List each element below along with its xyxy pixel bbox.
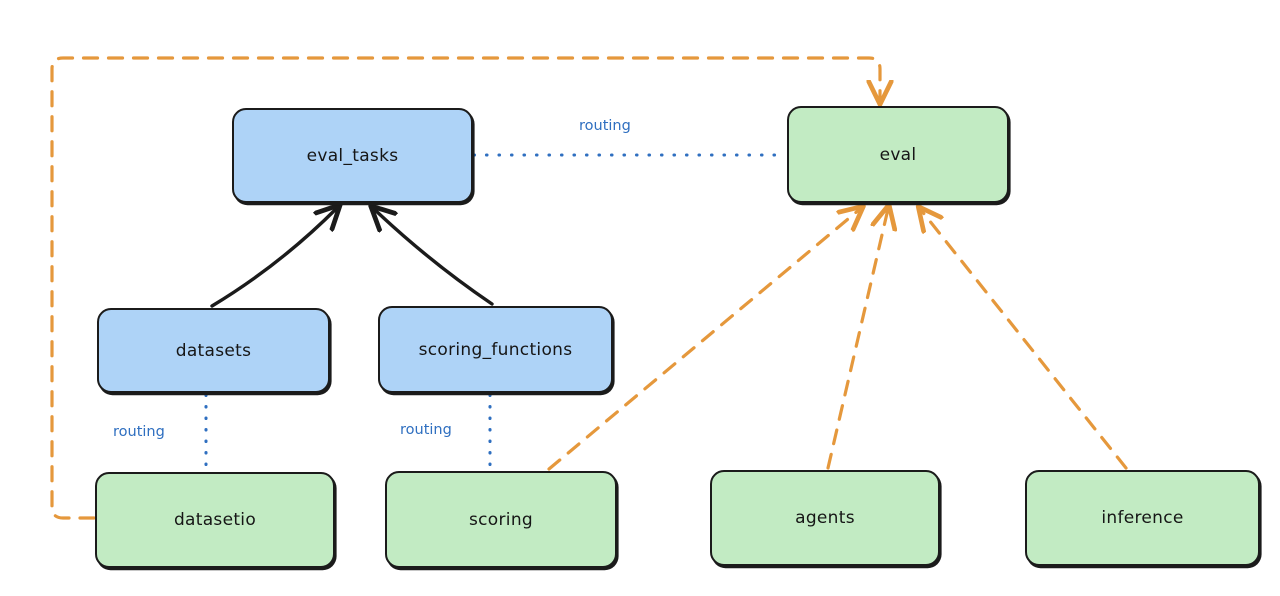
edge-label-routing-eval: routing bbox=[576, 118, 634, 134]
node-agents[interactable]: agents bbox=[710, 470, 940, 566]
edge-agents-eval bbox=[826, 209, 888, 470]
edge-scoring_functions-eval_tasks bbox=[374, 209, 494, 306]
node-scoring_functions[interactable]: scoring_functions bbox=[378, 306, 613, 393]
node-eval[interactable]: eval bbox=[787, 106, 1009, 203]
node-label-eval: eval bbox=[879, 144, 917, 165]
node-label-eval_tasks: eval_tasks bbox=[306, 145, 399, 166]
node-label-inference: inference bbox=[1101, 508, 1184, 528]
node-label-datasetio: datasetio bbox=[173, 510, 257, 530]
node-label-scoring: scoring bbox=[469, 509, 533, 530]
node-label-scoring_functions: scoring_functions bbox=[418, 339, 573, 360]
node-inference[interactable]: inference bbox=[1025, 470, 1260, 566]
node-scoring[interactable]: scoring bbox=[385, 471, 617, 568]
edge-inference-eval bbox=[921, 210, 1128, 470]
edge-label-routing-datasetio: routing bbox=[110, 424, 168, 440]
node-datasetio[interactable]: datasetio bbox=[95, 472, 335, 568]
edge-datasets-eval_tasks bbox=[210, 208, 337, 308]
node-label-agents: agents bbox=[795, 508, 855, 528]
node-eval_tasks[interactable]: eval_tasks bbox=[232, 108, 473, 203]
edge-label-routing-scoring: routing bbox=[397, 422, 455, 438]
node-label-datasets: datasets bbox=[175, 340, 252, 361]
node-datasets[interactable]: datasets bbox=[97, 308, 330, 393]
edge-datasetio-eval bbox=[50, 56, 880, 520]
edge-scoring-eval bbox=[547, 209, 860, 471]
